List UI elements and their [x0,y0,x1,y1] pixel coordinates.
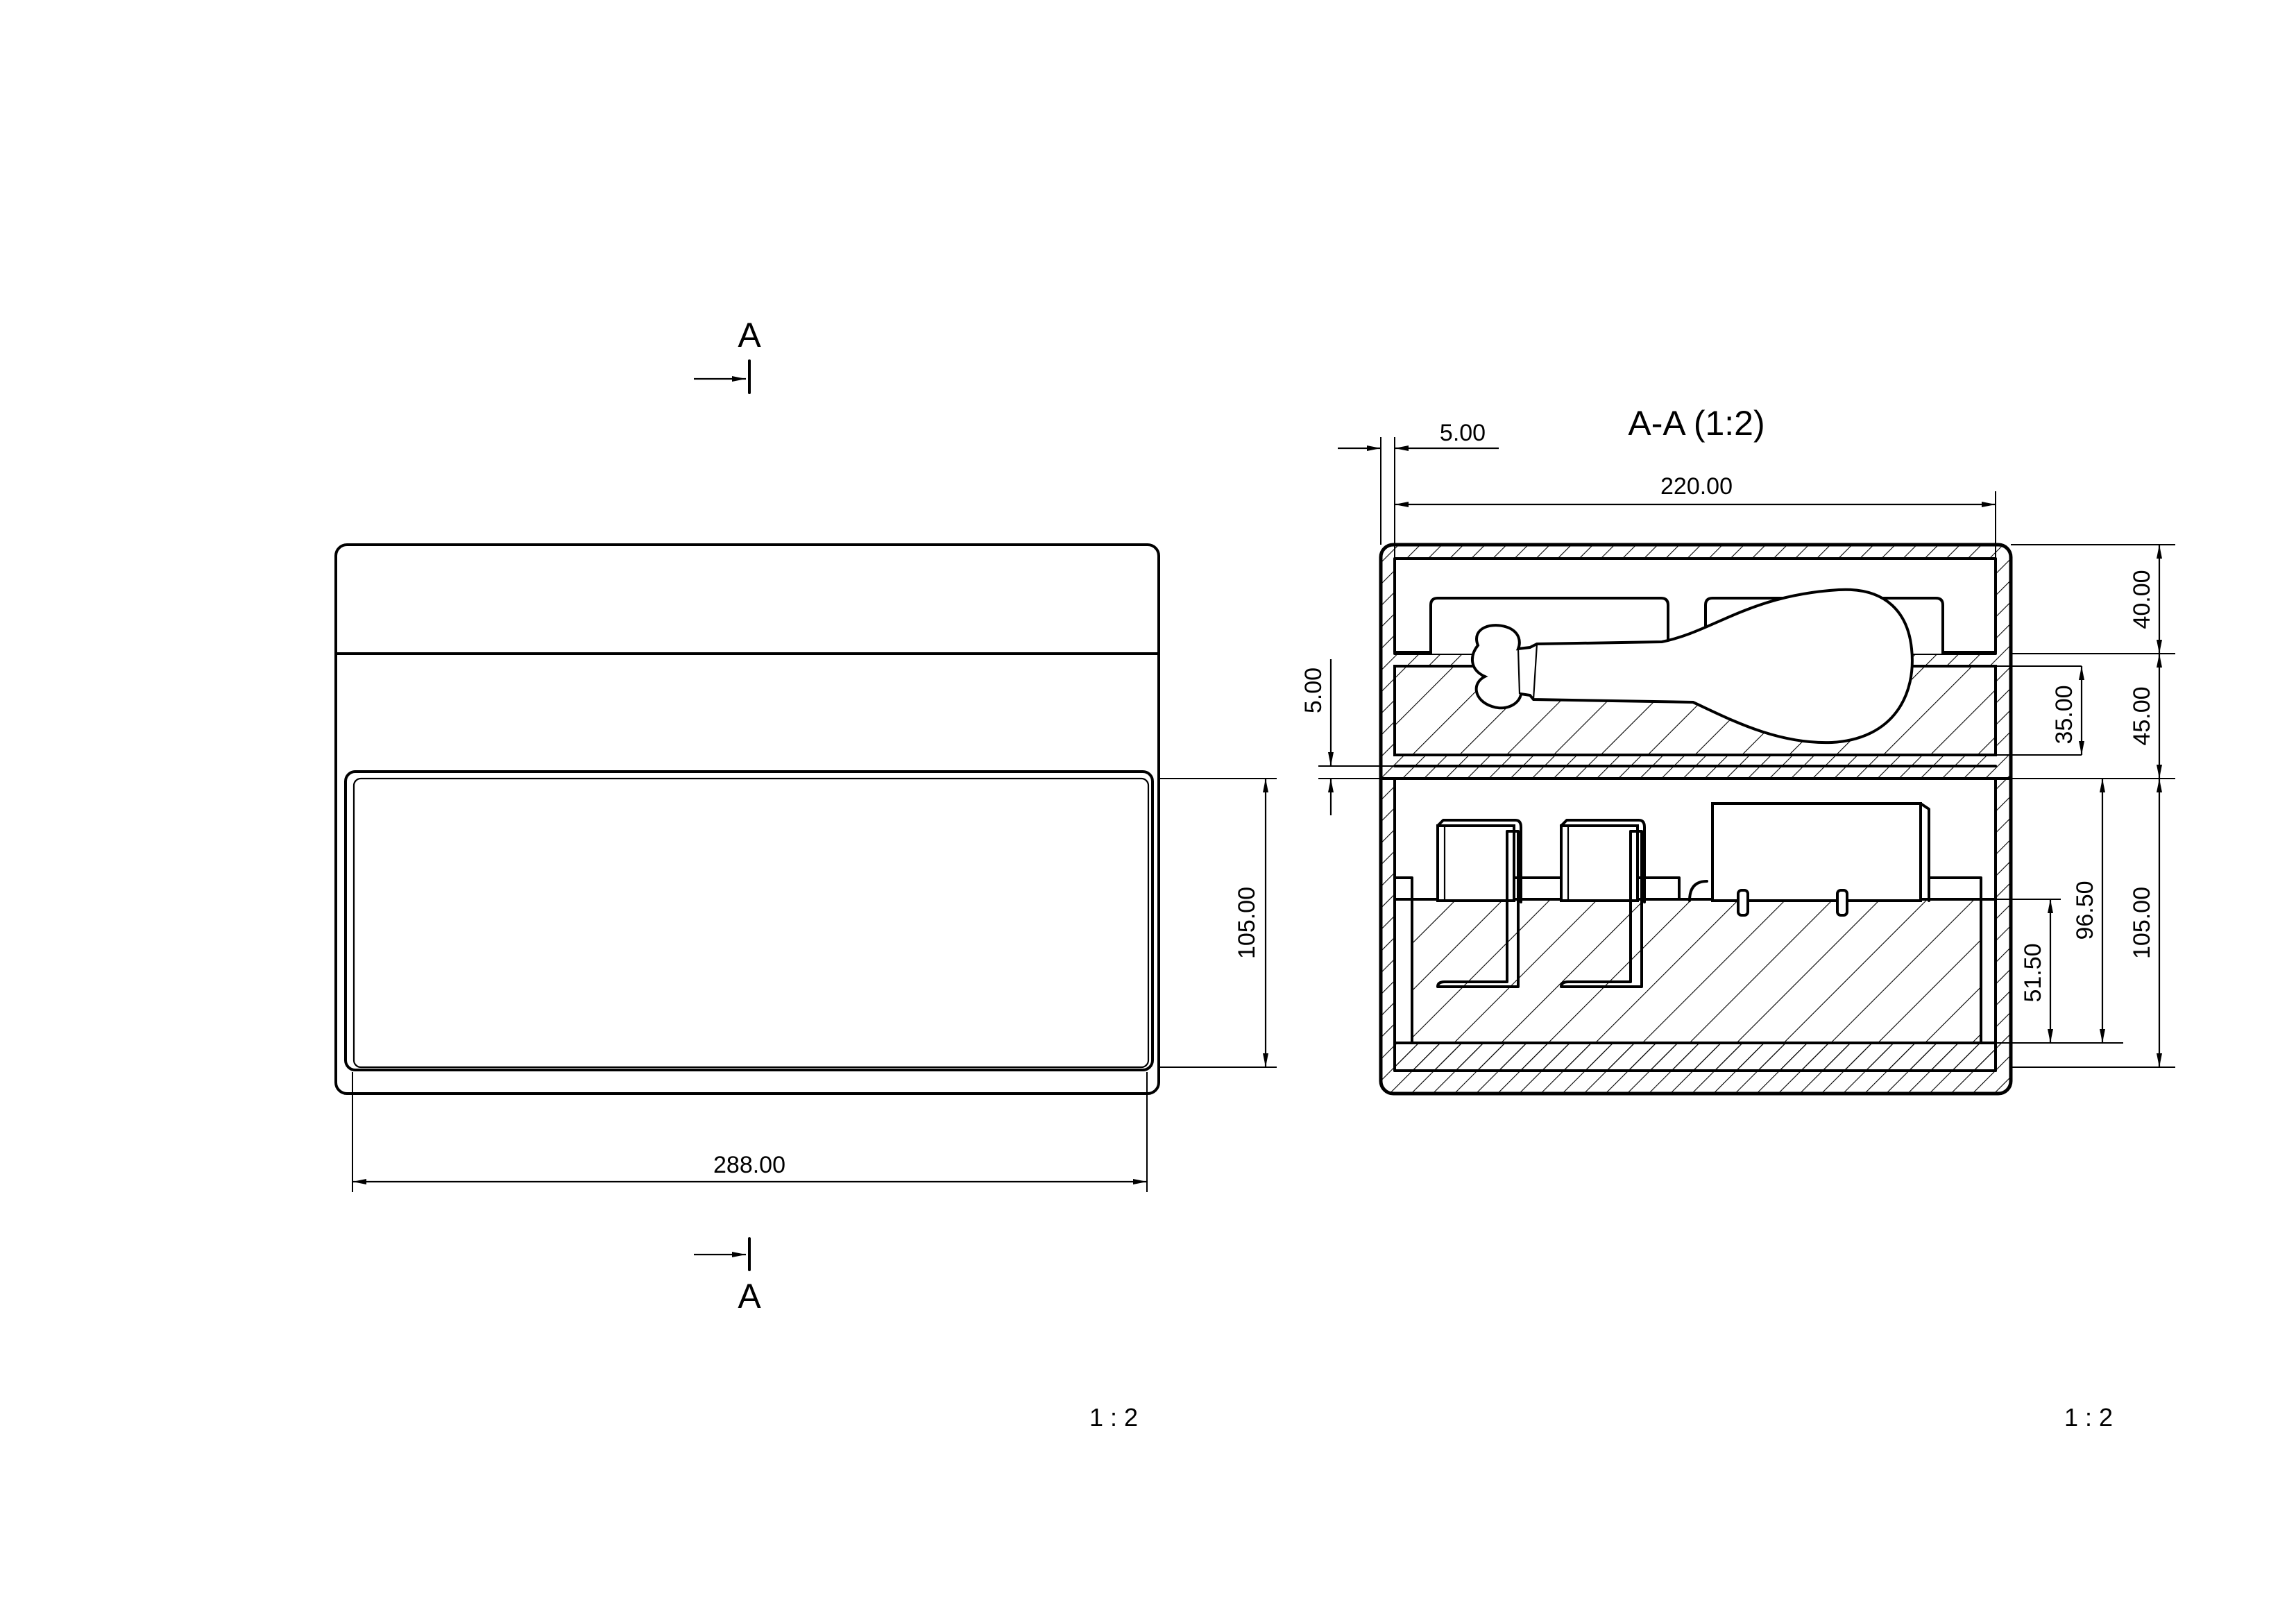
bottom-floor-hatch [1395,1043,1996,1071]
section-marker-bottom: A [694,1237,761,1316]
scale-label-right: 1 : 2 [2064,1403,2113,1431]
front-height-label: 105.00 [1234,887,1260,959]
divider-thickness-label: 5.00 [1300,668,1327,713]
inner-width-label: 220.00 [1660,473,1733,500]
lower-height-label: 105.00 [2129,887,2155,959]
front-outer-outline [334,543,1160,1095]
lower-component-left [1436,819,1522,988]
upper-tray-label: 45.00 [2129,686,2155,745]
lower-inner-label: 96.50 [2072,881,2098,940]
section-marker-top-letter: A [738,316,761,355]
lower-component-box [1688,802,1930,917]
section-title: A-A (1:2) [1628,404,1764,443]
section-view: A-A (1:2) [1300,404,2175,1096]
section-marker-top: A [694,316,761,394]
wall-thickness-label: 5.00 [1440,420,1486,446]
upper-foam-label: 35.00 [2051,685,2077,744]
section-marker-bottom-letter: A [738,1277,761,1316]
front-width-label: 288.00 [713,1152,785,1178]
tool-silhouette [1471,588,1914,745]
lower-component-middle [1560,819,1646,988]
divider-hatch [1395,755,1996,766]
section-outer-outline [1379,543,2013,1096]
front-view: 288.00 105.00 A A [334,316,1277,1316]
scale-label-left: 1 : 2 [1089,1403,1138,1431]
front-window-outer [344,770,1154,1071]
lower-foam [1411,898,1982,1044]
lid-height-label: 40.00 [2129,570,2155,629]
front-window-inner [352,777,1150,1069]
lower-foam-label: 51.50 [2020,943,2046,1002]
